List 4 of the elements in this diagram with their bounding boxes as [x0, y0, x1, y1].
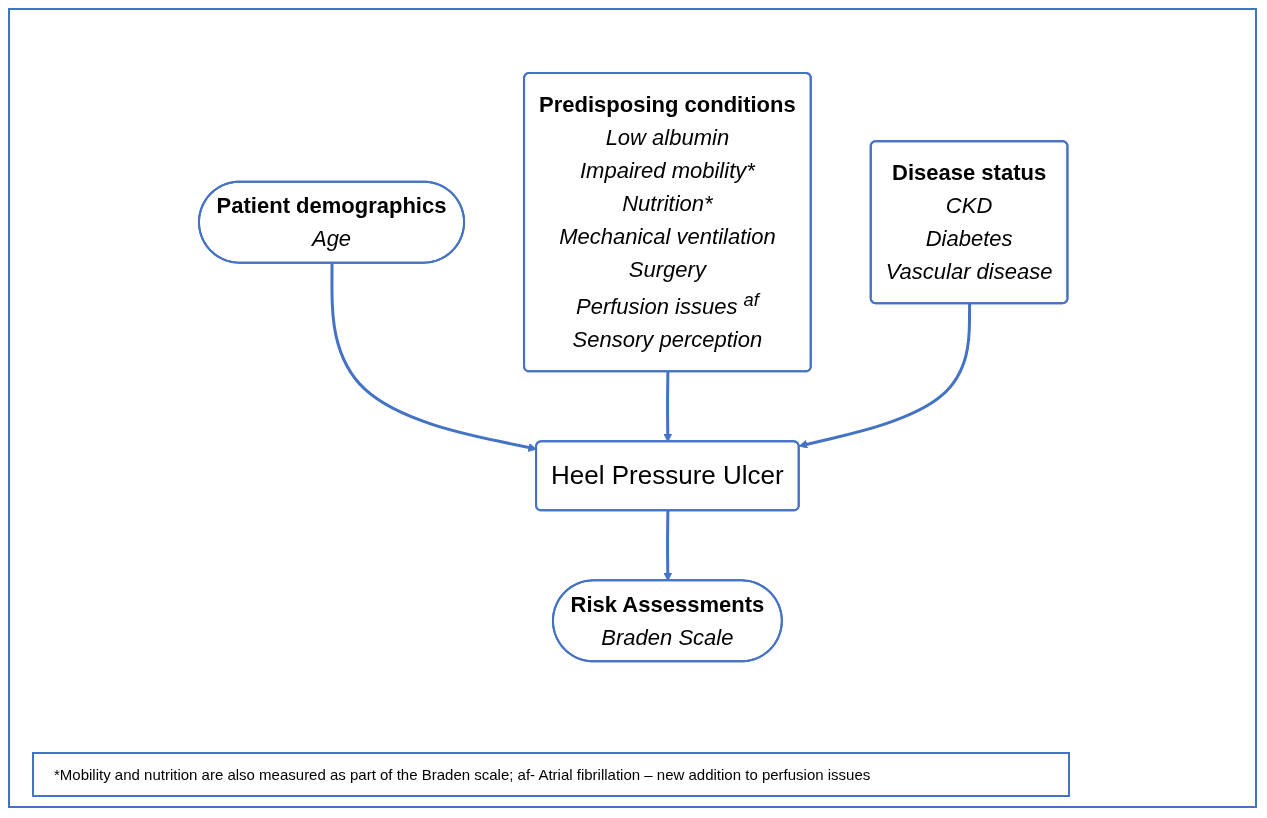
arrow — [663, 372, 673, 443]
footnote: *Mobility and nutrition are also measured as part of the Braden scale; af- Atrial fibrillation – new addition to perfusion issues — [54, 766, 872, 783]
arrow — [799, 304, 972, 449]
arrow — [663, 511, 673, 582]
